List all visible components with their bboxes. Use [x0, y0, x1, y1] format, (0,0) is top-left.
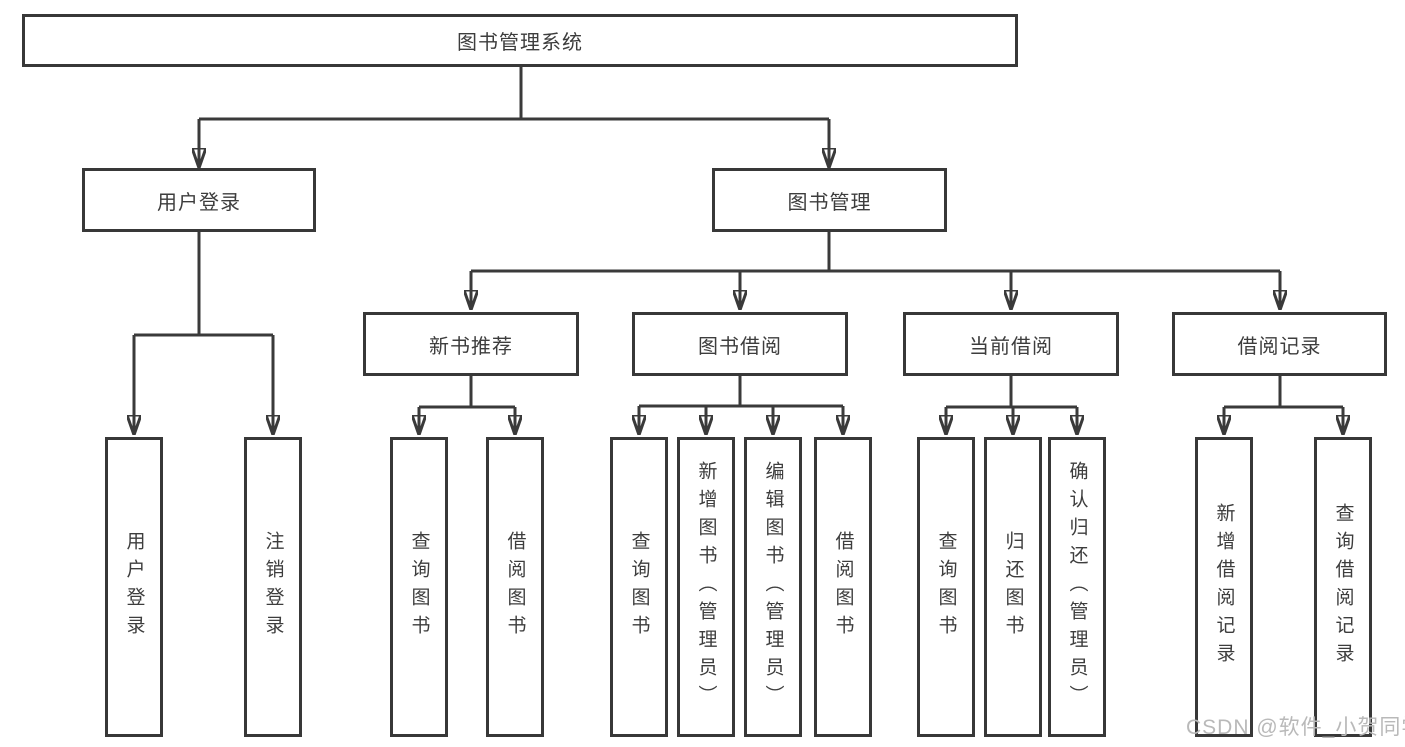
node-book-management-label: 图书管理: [787, 191, 872, 214]
leaf-add-borrow-record-label: 新增借阅记录: [1213, 503, 1235, 671]
node-current-borrowing-label: 当前借阅: [969, 335, 1053, 358]
leaf-add-books-admin: 新增图书（管理员）: [677, 437, 735, 737]
leaf-borrow-books: 借阅图书: [814, 437, 872, 737]
node-book-management: 图书管理: [712, 168, 947, 232]
leaf-query-books-current-label: 查询图书: [935, 531, 957, 643]
leaf-logout: 注销登录: [244, 437, 302, 737]
leaf-borrow-books-label: 借阅图书: [832, 531, 854, 643]
node-new-book-recommend: 新书推荐: [363, 312, 579, 376]
node-book-borrowing: 图书借阅: [632, 312, 848, 376]
leaf-query-books-current: 查询图书: [917, 437, 975, 737]
leaf-confirm-return-admin-label: 确认归还（管理员）: [1066, 461, 1088, 713]
leaf-add-books-admin-label: 新增图书（管理员）: [695, 461, 717, 713]
leaf-borrow-books-recommend: 借阅图书: [486, 437, 544, 737]
leaf-edit-books-admin-label: 编辑图书（管理员）: [762, 461, 784, 713]
node-library-system-label: 图书管理系统: [457, 32, 583, 54]
leaf-query-books-recommend-label: 查询图书: [408, 531, 430, 643]
leaf-query-books-borrowing-label: 查询图书: [628, 531, 650, 643]
leaf-confirm-return-admin: 确认归还（管理员）: [1048, 437, 1106, 737]
leaf-return-books-label: 归还图书: [1002, 531, 1024, 643]
node-library-system: 图书管理系统: [22, 14, 1018, 67]
leaf-user-login: 用户登录: [105, 437, 163, 737]
node-user-login-branch: 用户登录: [82, 168, 316, 232]
node-borrowing-records: 借阅记录: [1172, 312, 1387, 376]
leaf-query-borrow-record-label: 查询借阅记录: [1332, 503, 1354, 671]
csdn-watermark: CSDN @软件_小贺同学: [1186, 716, 1405, 739]
leaf-user-login-label: 用户登录: [123, 531, 145, 643]
leaf-edit-books-admin: 编辑图书（管理员）: [744, 437, 802, 737]
node-new-book-recommend-label: 新书推荐: [429, 335, 513, 358]
node-user-login-branch-label: 用户登录: [157, 191, 241, 214]
leaf-borrow-books-recommend-label: 借阅图书: [504, 531, 526, 643]
leaf-return-books: 归还图书: [984, 437, 1042, 737]
node-borrowing-records-label: 借阅记录: [1237, 335, 1322, 358]
node-current-borrowing: 当前借阅: [903, 312, 1119, 376]
node-book-borrowing-label: 图书借阅: [698, 335, 782, 358]
leaf-query-borrow-record: 查询借阅记录: [1314, 437, 1372, 737]
leaf-query-books-recommend: 查询图书: [390, 437, 448, 737]
leaf-query-books-borrowing: 查询图书: [610, 437, 668, 737]
leaf-logout-label: 注销登录: [262, 531, 284, 643]
leaf-add-borrow-record: 新增借阅记录: [1195, 437, 1253, 737]
